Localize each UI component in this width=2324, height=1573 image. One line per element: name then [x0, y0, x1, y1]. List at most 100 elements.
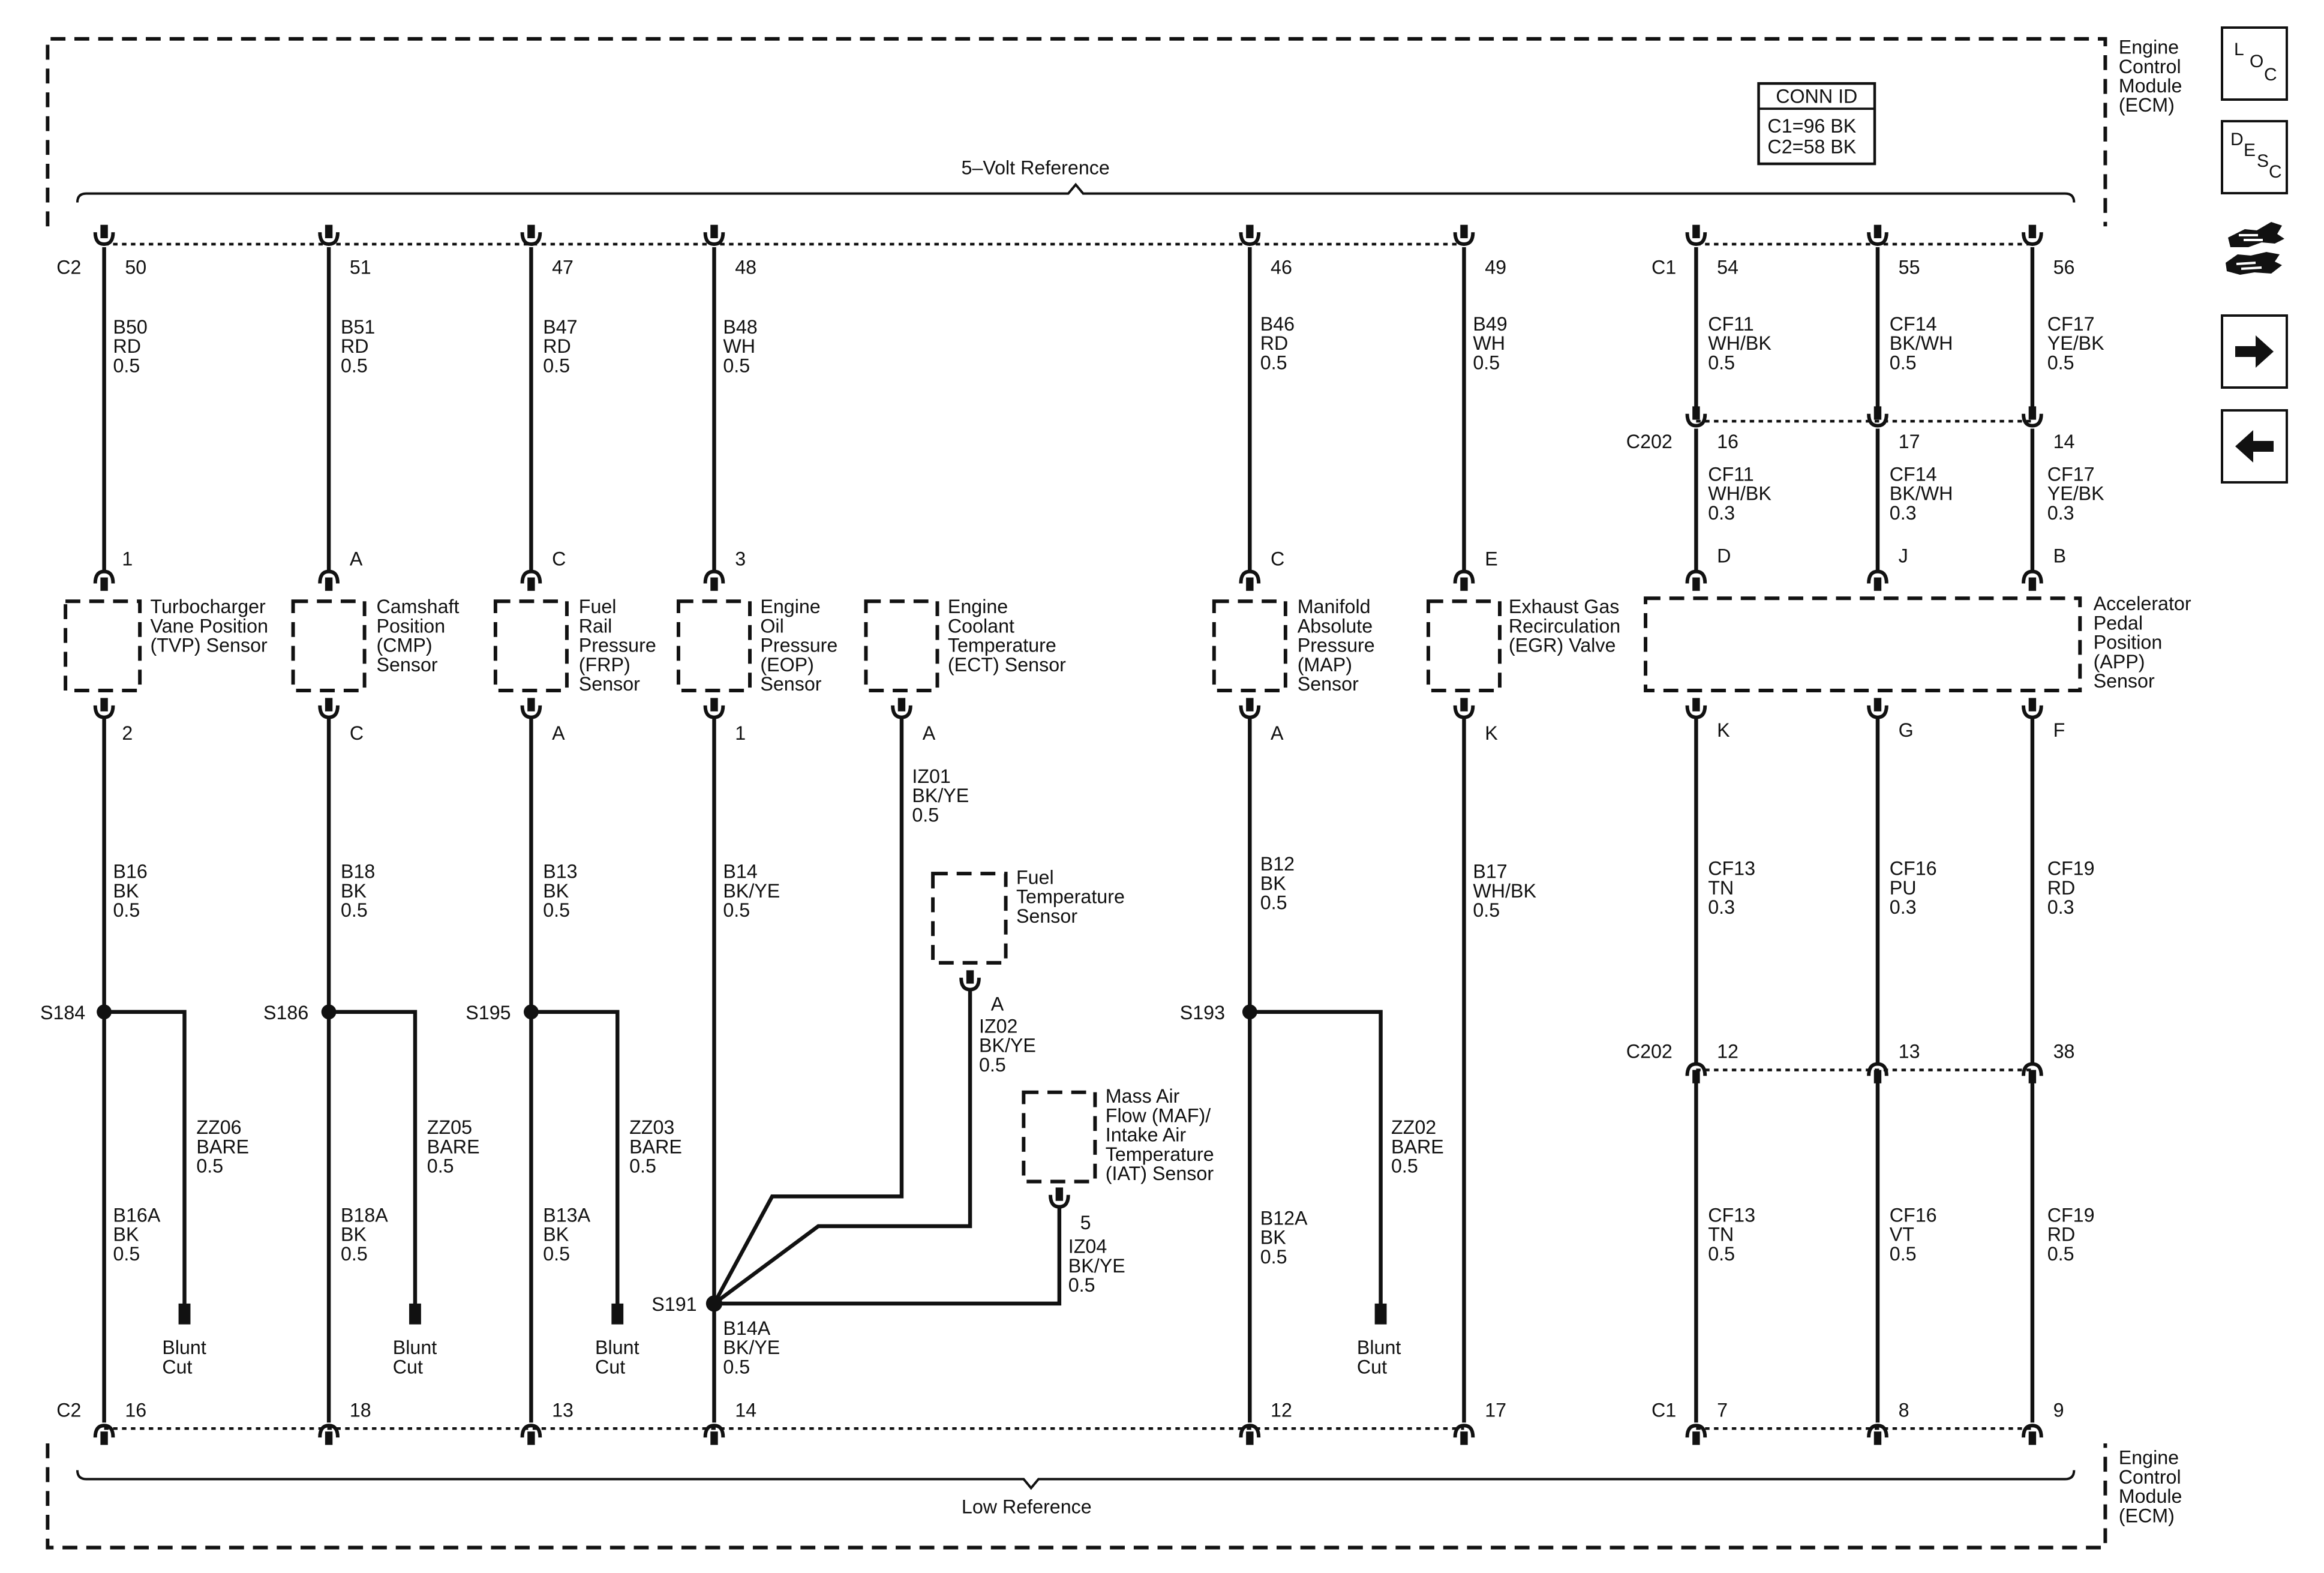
svg-text:CF13: CF13	[1708, 1204, 1755, 1226]
svg-text:Fuel: Fuel	[579, 596, 617, 617]
svg-text:Cut: Cut	[1357, 1356, 1387, 1377]
arrow-right-icon	[2235, 335, 2274, 368]
c202-lower-terminal-pin	[1873, 1070, 1882, 1083]
svg-text:13: 13	[552, 1399, 574, 1421]
svg-text:(TVP) Sensor: (TVP) Sensor	[150, 635, 268, 656]
sensor-top-terminal	[93, 569, 115, 584]
svg-text:16: 16	[125, 1399, 146, 1421]
svg-text:Manifold: Manifold	[1298, 596, 1371, 617]
svg-text:B46: B46	[1260, 313, 1295, 335]
connector-c2-bottom: C2	[56, 1399, 81, 1421]
ecm-top-terminal	[520, 232, 542, 246]
svg-text:TN: TN	[1708, 877, 1734, 899]
svg-text:0.5: 0.5	[1708, 1243, 1735, 1265]
svg-text:Pedal: Pedal	[2094, 612, 2143, 634]
svg-text:Intake Air: Intake Air	[1106, 1124, 1187, 1146]
conn-id-box: CONN ID C1=96 BK C2=58 BK	[1757, 82, 1876, 166]
svg-text:1: 1	[122, 548, 133, 570]
svg-text:BK/YE: BK/YE	[723, 880, 780, 902]
svg-text:C: C	[552, 548, 566, 570]
sensor-box-maf	[1022, 1090, 1097, 1184]
sensor-box-fuel-temp	[931, 872, 1008, 965]
sensor-label-egr: Exhaust Gas Recirculation (EGR) Valve	[1509, 596, 1620, 656]
svg-text:S184: S184	[40, 1002, 85, 1023]
svg-text:Blunt: Blunt	[1357, 1337, 1401, 1358]
svg-text:8: 8	[1899, 1399, 1909, 1421]
svg-text:BK/WH: BK/WH	[1890, 483, 1953, 505]
sensor-bottom-terminal-pin	[710, 698, 718, 712]
svg-text:BK: BK	[1260, 872, 1287, 894]
desc-button[interactable]: D E S C	[2221, 120, 2288, 194]
sensor-box-egr	[1426, 599, 1502, 693]
svg-text:(ECT) Sensor: (ECT) Sensor	[948, 654, 1066, 676]
svg-text:BK: BK	[113, 1224, 139, 1245]
ecm-bottom-terminal-pin	[325, 1431, 333, 1445]
sensor-box-tvp	[64, 599, 142, 693]
svg-text:Temperature: Temperature	[1016, 886, 1125, 908]
sensor-bottom-pins: 2 C A 1 A A K K G F	[122, 719, 2065, 744]
sensor-bottom-terminal-pin	[2028, 698, 2037, 712]
svg-text:Blunt: Blunt	[393, 1337, 437, 1358]
wrench-hand-button[interactable]	[2220, 217, 2289, 280]
sensor-box-eop	[676, 599, 752, 693]
sensor-top-pins: 1 A C 3 C E D J B	[122, 545, 2066, 570]
svg-text:Pressure: Pressure	[579, 635, 656, 656]
loc-icon: L O C	[2234, 40, 2277, 85]
svg-text:CF16: CF16	[1890, 858, 1937, 879]
next-button[interactable]	[2221, 314, 2288, 389]
svg-text:0.5: 0.5	[629, 1155, 656, 1177]
sensor-bottom-terminal-pin	[1873, 698, 1882, 712]
svg-text:Sensor: Sensor	[1016, 905, 1077, 927]
svg-text:A: A	[350, 548, 363, 570]
svg-text:WH/BK: WH/BK	[1708, 332, 1771, 354]
svg-text:BARE: BARE	[1391, 1136, 1444, 1157]
svg-text:J: J	[1899, 545, 1908, 567]
svg-text:Cut: Cut	[393, 1356, 423, 1377]
svg-text:B13A: B13A	[543, 1204, 590, 1226]
sensor-box-frp	[493, 599, 569, 693]
maf-terminal-pin	[1055, 1187, 1064, 1201]
wire-runs	[102, 247, 2035, 1423]
sensor-box-map	[1212, 599, 1287, 693]
sensor-top-terminal-pin	[1873, 577, 1882, 591]
svg-text:0.5: 0.5	[341, 1243, 368, 1265]
svg-text:C: C	[350, 722, 364, 744]
sensor-bottom-terminal-pin	[897, 698, 906, 712]
svg-text:IZ01: IZ01	[912, 766, 951, 787]
ecm-bottom-terminal	[93, 1424, 115, 1438]
sensor-bottom-terminal	[520, 705, 542, 719]
ecm-top-terminal-pin	[325, 224, 333, 239]
sensor-label-ect: Engine Coolant Temperature (ECT) Sensor	[948, 596, 1066, 676]
svg-text:G: G	[1899, 719, 1914, 741]
sensor-top-terminal	[1685, 569, 1707, 584]
svg-text:(IAT) Sensor: (IAT) Sensor	[1106, 1163, 1214, 1184]
sensor-top-terminal	[1239, 569, 1261, 584]
loc-button[interactable]: L O C	[2221, 26, 2288, 101]
svg-text:CF19: CF19	[2047, 1204, 2095, 1226]
svg-text:0.5: 0.5	[723, 899, 750, 921]
sensor-top-terminal-pin	[1692, 577, 1700, 591]
svg-text:0.3: 0.3	[2047, 896, 2074, 918]
svg-text:RD: RD	[113, 335, 141, 357]
ecm-bottom-terminal-pin	[1460, 1431, 1468, 1445]
svg-text:47: 47	[552, 257, 574, 278]
ecm-bottom-terminal	[1685, 1424, 1707, 1438]
ecm-bottom-terminal	[1867, 1424, 1888, 1438]
svg-text:0.5: 0.5	[341, 355, 368, 376]
svg-text:BARE: BARE	[427, 1136, 480, 1157]
ecm-bottom-terminal-pin	[710, 1431, 718, 1445]
svg-text:TN: TN	[1708, 1224, 1734, 1245]
svg-text:B50: B50	[113, 316, 147, 338]
ecm-top-terminal	[1239, 232, 1261, 246]
c202-lower-terminal	[1867, 1062, 1888, 1076]
svg-text:VT: VT	[1890, 1224, 1914, 1245]
sensor-bottom-terminal	[1239, 705, 1261, 719]
back-button[interactable]	[2221, 409, 2288, 484]
fuel-temp-terminal	[959, 977, 981, 992]
svg-text:0.5: 0.5	[979, 1054, 1006, 1076]
svg-text:BK/YE: BK/YE	[1068, 1255, 1125, 1277]
ecm-top-brace	[76, 182, 2076, 203]
sensor-label-frp: Fuel Rail Pressure (FRP) Sensor	[579, 596, 656, 695]
svg-text:C1=96 BK: C1=96 BK	[1767, 115, 1856, 137]
